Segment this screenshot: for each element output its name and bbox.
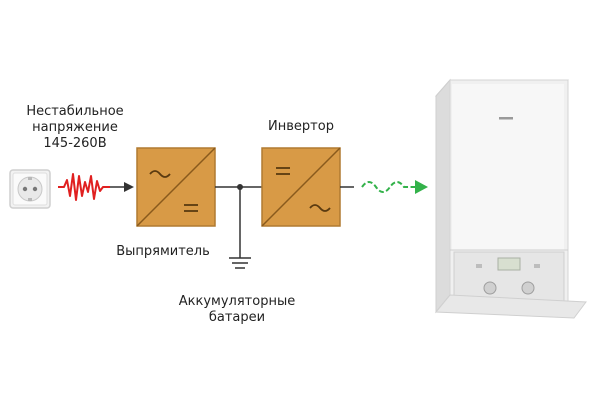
batteries-line-1: Аккумуляторные	[178, 294, 296, 309]
gas-boiler-icon	[434, 78, 587, 319]
unstable-voltage-line-2: напряжение	[32, 120, 118, 135]
inverter-label: Инвертор	[268, 119, 334, 134]
power-socket-icon	[9, 169, 51, 209]
input-arrow-icon	[124, 182, 134, 192]
ac-symbol-icon	[309, 204, 331, 212]
unstable-voltage-line-1: Нестабильное	[26, 104, 124, 119]
output-arrow-icon	[415, 180, 428, 194]
ground-icon	[229, 257, 251, 269]
ac-symbol-icon	[149, 170, 171, 178]
batteries-label: Аккумуляторные батареи	[172, 294, 302, 326]
batteries-line-2: батареи	[208, 310, 266, 325]
noisy-voltage-signal	[58, 173, 110, 201]
inverter-block	[261, 147, 341, 227]
rectifier-block	[136, 147, 216, 227]
clean-voltage-signal	[361, 181, 416, 193]
rectifier-label: Выпрямитель	[116, 244, 210, 259]
unstable-voltage-line-3: 145-260В	[43, 136, 107, 151]
unstable-voltage-label: Нестабильное напряжение 145-260В	[20, 104, 130, 152]
